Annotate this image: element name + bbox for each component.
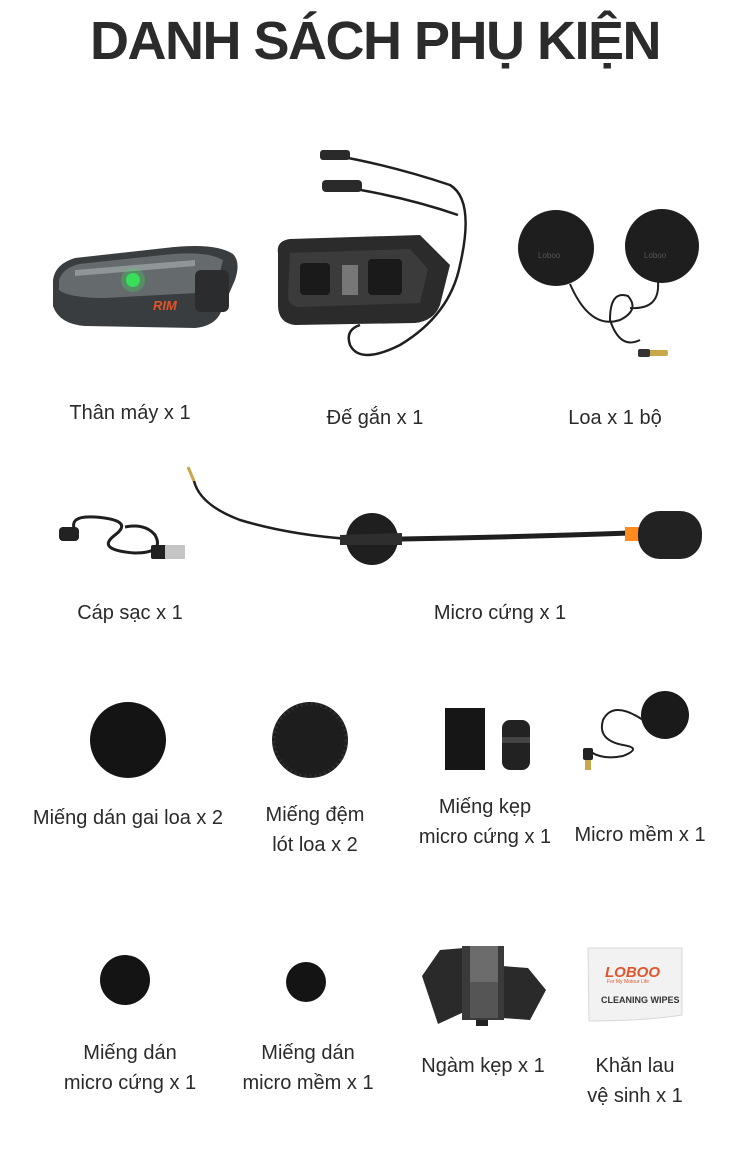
label-item-velcro-pad: Miếng dán gai loa x 2 (32, 807, 224, 829)
label-item-speakers: Loa x 1 bộ (568, 407, 662, 429)
page-title: DANH SÁCH PHỤ KIỆN (89, 11, 662, 71)
svg-text:For My Motour Life: For My Motour Life (607, 979, 649, 985)
boom-mic-sticker-icon (100, 955, 150, 1005)
label-item-boom-microphone: Micro cứng x 1 (433, 602, 567, 624)
label-item-clamp-mount: Ngàm kẹp x 1 (421, 1055, 545, 1077)
svg-text:Loboo: Loboo (644, 251, 667, 260)
wired-mic-sticker-icon (286, 962, 326, 1002)
cleaning-wipe-icon: LOBOO For My Motour Life CLEANING WIPES (587, 947, 683, 1022)
svg-text:RIM: RIM (153, 298, 178, 313)
mic-clip-icon (445, 708, 530, 770)
intercom-device-icon: RIM (53, 246, 238, 328)
velcro-pad-icon (90, 702, 166, 778)
svg-text:LOBOO: LOBOO (605, 964, 660, 981)
wired-microphone-icon (583, 691, 689, 770)
svg-text:CLEANING WIPES: CLEANING WIPES (601, 995, 680, 1005)
mount-base-icon (277, 150, 467, 357)
label-item-wired-microphone: Micro mềm x 1 (574, 824, 706, 846)
speakers-icon: Loboo Loboo (518, 209, 699, 357)
svg-text:Loboo: Loboo (538, 251, 561, 260)
charging-cable-icon (59, 515, 185, 559)
label-item-mount-base: Đế gắn x 1 (326, 407, 424, 429)
speaker-cushion-icon (272, 702, 348, 778)
label-item-device: Thân máy x 1 (69, 402, 191, 424)
boom-microphone-icon (186, 466, 702, 565)
clamp-mount-icon (422, 946, 546, 1026)
label-item-charging-cable: Cáp sạc x 1 (77, 602, 183, 624)
